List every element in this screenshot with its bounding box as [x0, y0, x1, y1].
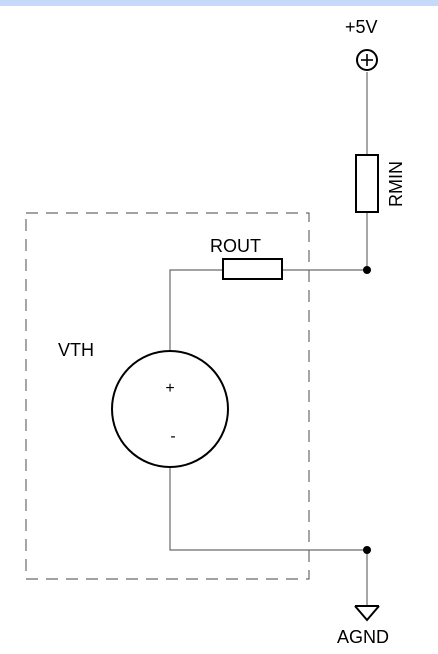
wire-source-top-to-rout — [169, 269, 223, 352]
voltage-source-icon — [111, 350, 229, 468]
ground-port-icon — [354, 605, 380, 622]
thevenin-boundary-box — [25, 212, 310, 580]
top-accent-bar — [0, 0, 438, 6]
power-port-icon — [356, 49, 378, 71]
resistor-rmin-icon — [355, 154, 379, 213]
junction-bottom-node — [363, 546, 371, 554]
vth-label: VTH — [58, 340, 94, 360]
wire-source-bottom-to-ground-node — [169, 467, 367, 551]
rout-label: ROUT — [210, 236, 261, 256]
junction-top-node — [363, 266, 371, 274]
source-plus-sign: + — [165, 380, 174, 397]
rmin-label: RMIN — [386, 161, 406, 207]
resistor-rout-icon — [222, 258, 283, 280]
supply-label: +5V — [345, 17, 378, 37]
source-minus-sign: - — [170, 428, 175, 445]
ground-label: AGND — [337, 627, 389, 647]
